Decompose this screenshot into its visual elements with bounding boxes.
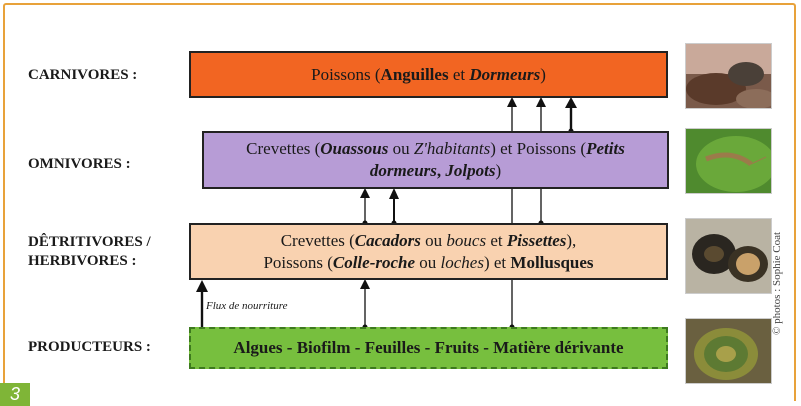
text-segment: ) et	[483, 252, 511, 272]
label-detritivores-line2: HERBIVORES :	[28, 253, 137, 269]
box-omnivores: Crevettes (Ouassous ou Z'habitants) et P…	[202, 131, 669, 189]
box-carnivores-text: Poissons (Anguilles et Dormeurs)	[311, 65, 546, 85]
text-segment: ) et Poissons (	[490, 139, 587, 158]
box-producteurs: Algues - Biofilm - Feuilles - Fruits - M…	[189, 327, 668, 369]
text-segment: et	[486, 230, 507, 250]
text-segment-italic: Z'habitants	[413, 139, 491, 158]
arrowhead-6	[360, 279, 370, 289]
text-segment-bold-italic: Ouassous	[320, 139, 389, 158]
panel-number-tag: 3	[0, 383, 30, 406]
box-detritivores: Crevettes (Cacadors ou boucs et Pissette…	[189, 223, 668, 280]
label-carnivores: CARNIVORES :	[28, 67, 138, 83]
box-carnivores: Poissons (Anguilles et Dormeurs)	[189, 51, 668, 98]
flux-arrowhead	[196, 280, 208, 292]
snail-photo	[685, 218, 772, 294]
text-segment: Crevettes (	[246, 139, 321, 158]
text-segment-bold-italic: Jolpots	[445, 161, 496, 180]
text-segment-bold-italic: Cacadors	[354, 230, 421, 250]
text-segment-bold-italic: Colle-roche	[332, 252, 416, 272]
text-segment-bold: Mollusques	[510, 252, 594, 272]
text-segment: Poissons (	[311, 64, 381, 84]
figure-frame	[3, 3, 796, 401]
label-detritivores-line1: DÊTRITIVORES /	[28, 234, 151, 250]
shrimp-photo	[685, 128, 772, 194]
text-segment: )	[495, 161, 502, 180]
arrowhead-3	[565, 97, 577, 108]
text-segment-italic: boucs	[446, 230, 487, 250]
label-producteurs: PRODUCTEURS :	[28, 339, 151, 355]
box-producteurs-text: Algues - Biofilm - Feuilles - Fruits - M…	[233, 338, 624, 357]
arrowhead-2	[536, 97, 546, 107]
arrowhead-5	[389, 188, 399, 199]
text-segment-bold-italic: Pissettes	[506, 230, 567, 250]
box-omnivores-text: Crevettes (Ouassous ou Z'habitants) et P…	[246, 138, 625, 182]
text-segment-bold: ,	[436, 161, 446, 180]
text-segment: ou	[420, 230, 447, 250]
text-segment: ou	[415, 252, 441, 272]
text-segment-bold-italic: Petits	[586, 139, 625, 158]
text-segment-italic: loches	[440, 252, 484, 272]
text-segment-bold-italic: dormeurs	[369, 161, 437, 180]
text-segment-bold: Anguilles	[380, 64, 449, 84]
text-segment: Poissons (	[263, 252, 333, 272]
text-segment-bold-italic: Dormeurs	[469, 64, 541, 84]
text-segment: ou	[388, 139, 414, 158]
arrowhead-1	[507, 97, 517, 107]
flux-label: Flux de nourriture	[206, 300, 288, 312]
text-segment: )	[540, 64, 546, 84]
gastropod-photo	[685, 318, 772, 384]
text-segment: Crevettes (	[280, 230, 355, 250]
text-segment: ),	[566, 230, 577, 250]
label-detritivores: DÊTRITIVORES / HERBIVORES :	[28, 233, 151, 271]
arrowhead-4	[360, 188, 370, 198]
photo-credit: © photos : Sophie Coat	[771, 231, 783, 335]
label-omnivores: OMNIVORES :	[28, 156, 131, 172]
text-segment: et	[448, 64, 470, 84]
box-detritivores-text: Crevettes (Cacadors ou boucs et Pissette…	[263, 230, 593, 274]
eel-photo	[685, 43, 772, 109]
